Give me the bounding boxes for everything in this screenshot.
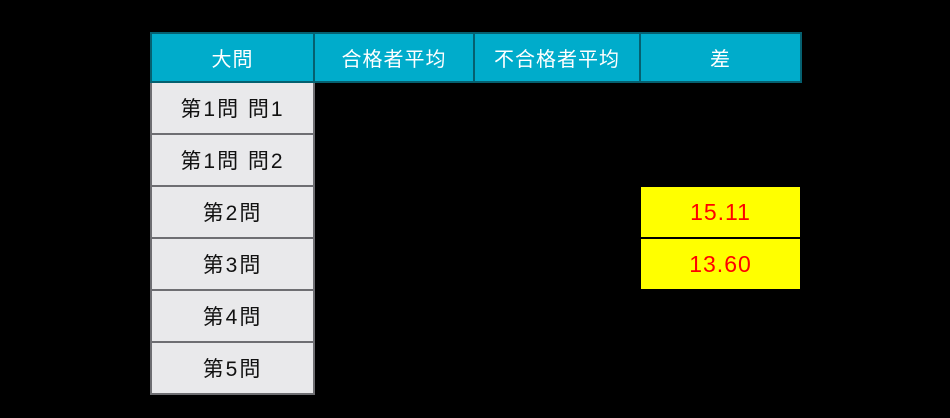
score-table-container: 大問 合格者平均 不合格者平均 差 第1問 問1 第1問 問2 第2問 (150, 32, 802, 395)
cell-passers-avg (314, 342, 474, 394)
table-row: 第1問 問1 (150, 81, 801, 135)
header-failers-average: 不合格者平均 (473, 32, 641, 83)
cell-failers-avg (474, 82, 640, 134)
row-label: 第5問 (150, 341, 315, 395)
cell-failers-avg (474, 186, 640, 238)
cell-diff (640, 134, 801, 186)
cell-passers-avg (314, 134, 474, 186)
cell-passers-avg (314, 290, 474, 342)
cell-diff-highlighted: 13.60 (639, 237, 802, 291)
header-row: 大問 合格者平均 不合格者平均 差 (150, 32, 802, 83)
table-row: 第3問 13.60 (150, 237, 802, 291)
table-row: 第2問 15.11 (150, 185, 802, 239)
row-label: 第3問 (150, 237, 315, 291)
cell-diff-highlighted: 15.11 (639, 185, 802, 239)
table-row: 第1問 問2 (150, 133, 801, 187)
row-label: 第1問 問2 (150, 133, 315, 187)
cell-diff (640, 290, 801, 342)
row-label: 第1問 問1 (150, 81, 315, 135)
cell-failers-avg (474, 342, 640, 394)
cell-failers-avg (474, 134, 640, 186)
header-passers-average: 合格者平均 (313, 32, 475, 83)
row-label: 第4問 (150, 289, 315, 343)
cell-passers-avg (314, 82, 474, 134)
header-daimon: 大問 (150, 32, 315, 83)
cell-diff (640, 82, 801, 134)
cell-passers-avg (314, 186, 474, 238)
cell-failers-avg (474, 290, 640, 342)
row-label: 第2問 (150, 185, 315, 239)
score-table: 大問 合格者平均 不合格者平均 差 第1問 問1 第1問 問2 第2問 (150, 32, 802, 395)
table-row: 第5問 (150, 341, 801, 395)
cell-passers-avg (314, 238, 474, 290)
cell-failers-avg (474, 238, 640, 290)
header-difference: 差 (639, 32, 802, 83)
table-row: 第4問 (150, 289, 801, 343)
cell-diff (640, 342, 801, 394)
